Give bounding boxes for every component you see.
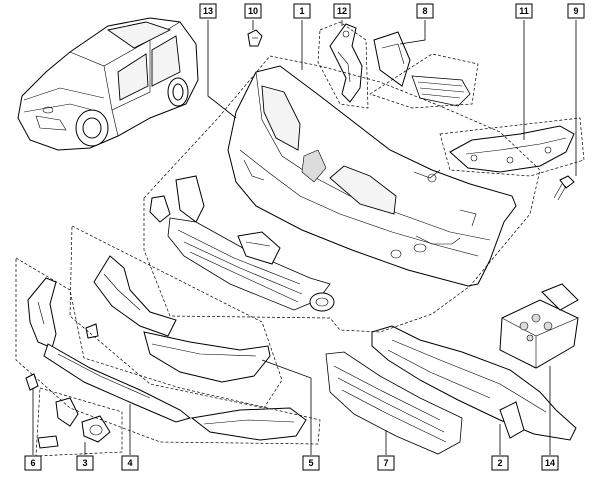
side-support-bracket [449,125,575,173]
svg-text:4: 4 [127,458,132,468]
callout-13: 13 [199,3,217,19]
callout-4: 4 [121,455,139,471]
upper-bracket [329,23,363,103]
svg-text:8: 8 [422,6,427,16]
svg-text:7: 7 [383,458,388,468]
callout-1: 1 [293,3,311,19]
small-clip [25,373,39,391]
svg-text:10: 10 [248,6,258,16]
callout-9: 9 [567,3,585,19]
svg-text:13: 13 [203,6,213,16]
svg-text:2: 2 [497,458,502,468]
leader-lines [32,20,577,455]
retaining-clip [247,29,263,47]
svg-text:5: 5 [308,458,313,468]
lower-grille [325,351,463,455]
svg-text:11: 11 [519,6,529,16]
callout-3: 3 [76,455,94,471]
bumper-trim-moulding [85,255,271,383]
callout-12: 12 [333,3,351,19]
lower-spoiler-lip [27,277,307,441]
callout-11: 11 [515,3,533,19]
svg-text:6: 6 [30,458,35,468]
fog-lamp-covers [37,397,111,449]
svg-text:14: 14 [545,458,555,468]
undertray-absorber [371,325,577,441]
svg-text:1: 1 [299,6,304,16]
callout-7: 7 [377,455,395,471]
fog-lamp-trim-set [149,175,335,312]
callout-2: 2 [491,455,509,471]
callout-10: 10 [244,3,262,19]
grouping-outlines [15,21,585,457]
svg-text:12: 12 [337,6,347,16]
front-bumper-cover [227,65,517,287]
svg-text:3: 3 [82,458,87,468]
callout-14: 14 [541,455,559,471]
upper-grille-insert [373,31,471,107]
fixing-kit-box [499,283,579,369]
svg-text:9: 9 [573,6,578,16]
callout-8: 8 [416,3,434,19]
car-illustration [17,17,199,151]
callout-5: 5 [302,455,320,471]
callout-6: 6 [24,455,42,471]
push-rivet [553,175,575,201]
